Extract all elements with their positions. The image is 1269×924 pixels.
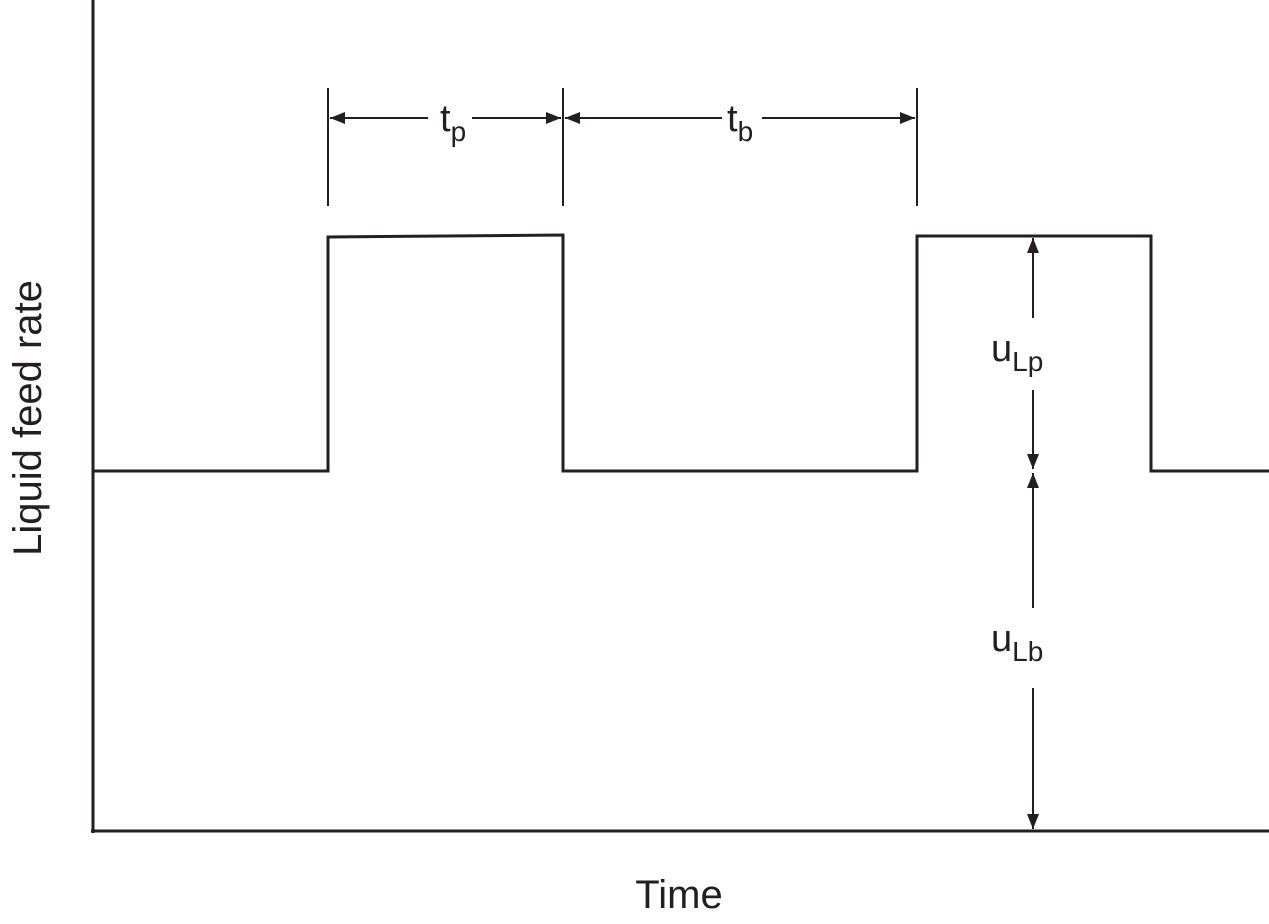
y-axis-label: Liquid feed rate bbox=[6, 280, 50, 556]
pulse-duration-label: tp bbox=[440, 98, 466, 147]
base-amplitude-label: uLb bbox=[991, 618, 1043, 667]
x-axis-label: Time bbox=[635, 873, 722, 917]
base-duration-label: tb bbox=[727, 98, 753, 147]
pulse-amplitude-label: uLp bbox=[991, 328, 1043, 377]
feed-rate-waveform bbox=[93, 233, 1269, 473]
